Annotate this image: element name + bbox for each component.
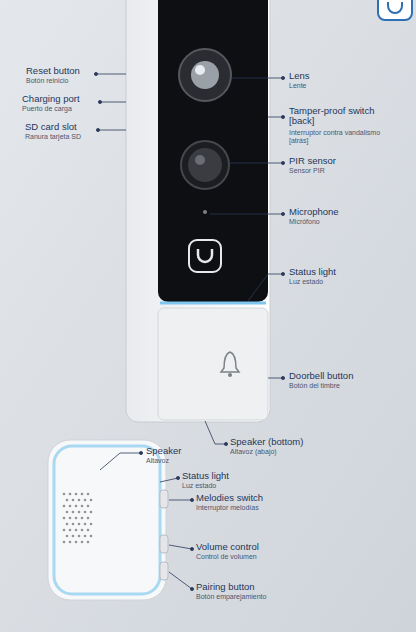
part-label: Speaker (bottom) bbox=[230, 437, 303, 447]
grille-dot bbox=[72, 511, 75, 514]
label-spanish: Botón reinicio bbox=[26, 77, 68, 85]
part-label: Reset button bbox=[26, 66, 80, 76]
grille-dot bbox=[72, 535, 75, 538]
part-label: Status light bbox=[182, 471, 229, 481]
pairing-button bbox=[160, 562, 168, 580]
grille-dot bbox=[81, 541, 84, 544]
brand-logo-mark bbox=[388, 2, 402, 13]
label-spanish: Control de volumen bbox=[196, 553, 257, 561]
label-spanish: Botón del timbre bbox=[289, 382, 340, 390]
grille-dot bbox=[63, 517, 66, 520]
grille-dot bbox=[66, 523, 69, 526]
grille-dot bbox=[75, 517, 78, 520]
grille-dot bbox=[78, 511, 81, 514]
grille-dot bbox=[90, 511, 93, 514]
glass-panel bbox=[158, 0, 268, 302]
grille-dot bbox=[63, 541, 66, 544]
chime-status-ring bbox=[54, 446, 160, 594]
grille-dot bbox=[75, 493, 78, 496]
grille-dot bbox=[84, 511, 87, 514]
grille-dot bbox=[66, 535, 69, 538]
grille-dot bbox=[63, 529, 66, 532]
part-label: Microphone bbox=[289, 207, 339, 217]
part-label: Volume control bbox=[196, 542, 259, 552]
part-label: Lens bbox=[289, 71, 310, 81]
label-spanish: Interruptor contra vandalismo [atrás] bbox=[289, 129, 399, 144]
part-label: Pairing button bbox=[196, 582, 255, 592]
label-spanish: Ranura tarjeta SD bbox=[25, 133, 81, 141]
grille-dot bbox=[81, 529, 84, 532]
grille-dot bbox=[69, 541, 72, 544]
label-spanish: Interruptor melodías bbox=[196, 504, 259, 512]
grille-dot bbox=[75, 505, 78, 508]
grille-dot bbox=[63, 493, 66, 496]
grille-dot bbox=[63, 505, 66, 508]
grille-dot bbox=[87, 529, 90, 532]
grille-dot bbox=[69, 529, 72, 532]
grille-dot bbox=[84, 523, 87, 526]
grille-dot bbox=[90, 523, 93, 526]
grille-dot bbox=[78, 535, 81, 538]
grille-dot bbox=[78, 499, 81, 502]
lens-reflection bbox=[195, 65, 205, 75]
label-spanish: Lente bbox=[289, 82, 307, 90]
grille-dot bbox=[84, 499, 87, 502]
doorbell-body bbox=[126, 0, 270, 422]
part-label: Status light bbox=[289, 267, 336, 277]
grille-dot bbox=[87, 541, 90, 544]
part-label: Charging port bbox=[22, 94, 80, 104]
label-spanish: Botón emparejamiento bbox=[196, 593, 266, 601]
melodies-switch bbox=[160, 490, 168, 508]
lens-glass bbox=[191, 61, 219, 89]
volume-control bbox=[160, 535, 168, 553]
grille-dot bbox=[69, 505, 72, 508]
grille-dot bbox=[81, 505, 84, 508]
speaker-grille bbox=[63, 493, 93, 544]
brand-logo bbox=[378, 0, 412, 20]
part-label: SD card slot bbox=[25, 122, 77, 132]
grille-dot bbox=[87, 517, 90, 520]
pir-sensor bbox=[188, 148, 222, 182]
label-spanish: Altavoz bbox=[146, 457, 169, 465]
label-spanish: Luz estado bbox=[182, 482, 216, 490]
grille-dot bbox=[72, 499, 75, 502]
pir-sensor-ring bbox=[181, 141, 229, 189]
grille-dot bbox=[90, 535, 93, 538]
grille-dot bbox=[75, 541, 78, 544]
pir-reflection bbox=[195, 155, 205, 165]
grille-dot bbox=[87, 505, 90, 508]
part-label: PIR sensor bbox=[289, 156, 336, 166]
bell-clapper bbox=[228, 373, 232, 377]
grille-dot bbox=[66, 511, 69, 514]
doorbell-button bbox=[158, 308, 268, 420]
grille-dot bbox=[81, 493, 84, 496]
grille-dot bbox=[84, 535, 87, 538]
label-spanish: Micrófono bbox=[289, 218, 320, 226]
grille-dot bbox=[78, 523, 81, 526]
status-light bbox=[160, 302, 266, 305]
grille-dot bbox=[81, 517, 84, 520]
grille-dot bbox=[90, 499, 93, 502]
label-spanish: Sensor PIR bbox=[289, 167, 325, 175]
grille-dot bbox=[72, 523, 75, 526]
logo-mark bbox=[198, 249, 212, 262]
logo-badge bbox=[189, 240, 221, 272]
grille-dot bbox=[66, 499, 69, 502]
microphone-hole bbox=[203, 210, 207, 214]
grille-dot bbox=[75, 529, 78, 532]
label-spanish: Luz estado bbox=[289, 278, 323, 286]
leader-lines bbox=[94, 72, 284, 590]
lens bbox=[179, 49, 231, 101]
bell-icon bbox=[221, 352, 239, 372]
grille-dot bbox=[69, 493, 72, 496]
part-label: Tamper-proof switch [back] bbox=[289, 106, 384, 127]
part-label: Speaker bbox=[146, 446, 181, 456]
label-spanish: Puerto de carga bbox=[22, 105, 72, 113]
label-spanish: Altavoz (abajo) bbox=[230, 448, 277, 456]
grille-dot bbox=[69, 517, 72, 520]
part-label: Doorbell button bbox=[289, 371, 353, 381]
grille-dot bbox=[87, 493, 90, 496]
part-label: Melodies switch bbox=[196, 493, 263, 503]
